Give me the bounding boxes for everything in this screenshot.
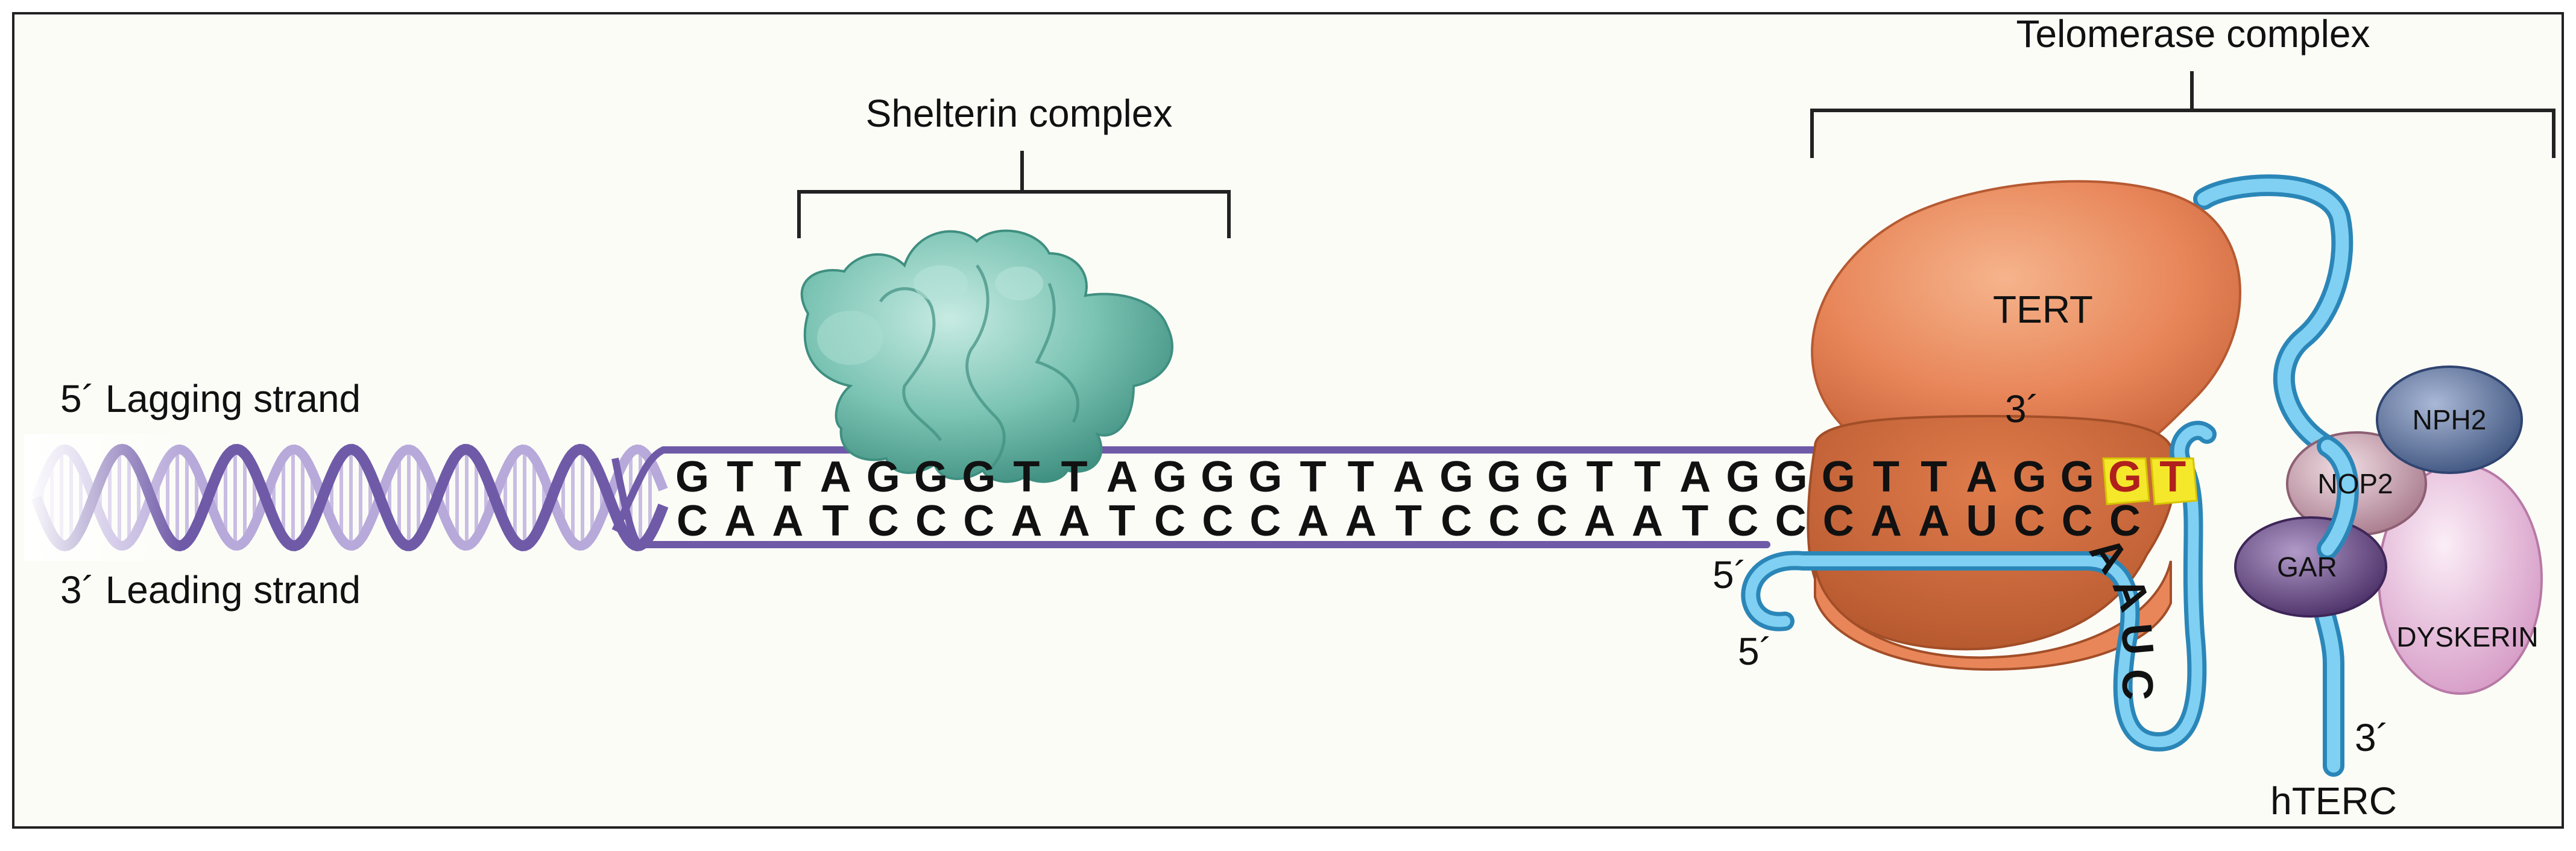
telomerase-bracket — [1810, 71, 2555, 158]
top-nucleotide: A — [820, 453, 851, 501]
lagging-strand-label: 5´ Lagging strand — [60, 377, 361, 420]
telomerase-label: Telomerase complex — [2016, 12, 2370, 55]
top-nucleotide: G — [2013, 453, 2047, 501]
tert-label: TERT — [1993, 288, 2093, 331]
nph2-label: NPH2 — [2413, 404, 2487, 435]
top-nucleotide: G — [1822, 453, 1855, 501]
top-nucleotide: T — [774, 453, 801, 501]
top-nucleotide: G — [1153, 453, 1187, 501]
top-nucleotide: G — [1201, 453, 1234, 501]
three-prime-top-label: 3´ — [2005, 387, 2039, 431]
bottom-nucleotide: U — [1966, 497, 1997, 545]
top-nucleotide: T — [1921, 453, 1947, 501]
new-nucleotide: T — [2159, 453, 2186, 501]
shelterin-label: Shelterin complex — [866, 92, 1173, 135]
hterc-label: hTERC — [2270, 779, 2397, 823]
top-nucleotide: T — [1061, 453, 1088, 501]
bottom-nucleotide: C — [2109, 497, 2141, 545]
nph2-protein — [2376, 365, 2523, 474]
top-nucleotide: G — [1726, 453, 1760, 501]
tert-protein — [1807, 180, 2241, 671]
bottom-nucleotide: A — [1345, 497, 1377, 545]
bottom-nucleotide: A — [1011, 497, 1042, 545]
helix-fade — [24, 434, 181, 561]
helix-top-join — [611, 446, 665, 533]
top-nucleotide: G — [1774, 453, 1808, 501]
five-prime-inner-label: 5´ — [1713, 553, 1747, 596]
top-nucleotide: T — [727, 453, 753, 501]
shelterin-protein — [800, 229, 1173, 483]
bottom-nucleotide: C — [2014, 497, 2045, 545]
dyskerin-label: DYSKERIN — [2396, 621, 2538, 653]
template-nucleotide: C — [2113, 669, 2161, 700]
top-nucleotide: G — [1535, 453, 1569, 501]
bottom-nucleotide: T — [1395, 497, 1422, 545]
bottom-nucleotide: A — [772, 497, 803, 545]
bottom-nucleotide: A — [1298, 497, 1329, 545]
top-nucleotide: A — [1106, 453, 1138, 501]
gar-protein — [2234, 516, 2387, 618]
top-nucleotide: G — [1487, 453, 1521, 501]
top-nucleotide: G — [1248, 453, 1282, 501]
bottom-nucleotide: C — [1536, 497, 1568, 545]
three-prime-bottom-label: 3´ — [2355, 716, 2389, 759]
bottom-nucleotide: C — [963, 497, 994, 545]
top-nucleotide: T — [1586, 453, 1613, 501]
top-nucleotide: A — [1679, 453, 1711, 501]
bottom-nucleotide: T — [1109, 497, 1135, 545]
figure-frame — [12, 12, 2564, 829]
bottom-nucleotide: C — [1154, 497, 1185, 545]
bottom-nucleotide: A — [1584, 497, 1615, 545]
gar-label: GAR — [2277, 551, 2337, 583]
bottom-nucleotide: C — [2062, 497, 2093, 545]
new-nucleotide: G — [2108, 453, 2142, 501]
top-nucleotide: A — [1966, 453, 1997, 501]
new-nucleotide-box — [2102, 457, 2150, 505]
top-nucleotide: T — [1873, 453, 1899, 501]
bottom-nucleotide: C — [1823, 497, 1854, 545]
bottom-nucleotide: C — [677, 497, 708, 545]
bottom-nucleotide: A — [1918, 497, 1949, 545]
bottom-nucleotide: A — [1632, 497, 1663, 545]
bottom-nucleotide: A — [1059, 497, 1090, 545]
nop2-label: NOP2 — [2317, 468, 2393, 499]
top-nucleotide: T — [1634, 453, 1661, 501]
bottom-nucleotide: C — [1727, 497, 1758, 545]
top-nucleotide: A — [1393, 453, 1424, 501]
bottom-nucleotide: C — [1488, 497, 1520, 545]
top-nucleotide: G — [2060, 453, 2094, 501]
five-prime-outer-label: 5´ — [1738, 630, 1772, 673]
bottom-nucleotide: C — [1775, 497, 1807, 545]
top-nucleotide: G — [1439, 453, 1473, 501]
new-nucleotides-highlight — [2102, 457, 2198, 505]
bottom-nucleotide: T — [1682, 497, 1708, 545]
top-nucleotide: G — [867, 453, 900, 501]
top-nucleotide: T — [1300, 453, 1327, 501]
bottom-nucleotide: C — [1441, 497, 1472, 545]
bottom-nucleotide: A — [1870, 497, 1902, 545]
top-nucleotide: T — [1013, 453, 1040, 501]
bottom-nucleotide: A — [724, 497, 756, 545]
leading-strand-label: 3´ Leading strand — [60, 568, 361, 612]
top-nucleotide: T — [1348, 453, 1374, 501]
template-nucleotide: U — [2112, 622, 2162, 657]
top-nucleotide: G — [914, 453, 948, 501]
bottom-nucleotide: C — [1249, 497, 1281, 545]
bottom-nucleotide: C — [868, 497, 899, 545]
top-nucleotide: G — [675, 453, 709, 501]
bottom-nucleotide: C — [915, 497, 947, 545]
bottom-nucleotide: C — [1202, 497, 1233, 545]
top-nucleotide: G — [962, 453, 996, 501]
new-nucleotide-box — [2150, 457, 2198, 505]
shelterin-bracket — [797, 151, 1231, 238]
bottom-nucleotide: T — [822, 497, 849, 545]
